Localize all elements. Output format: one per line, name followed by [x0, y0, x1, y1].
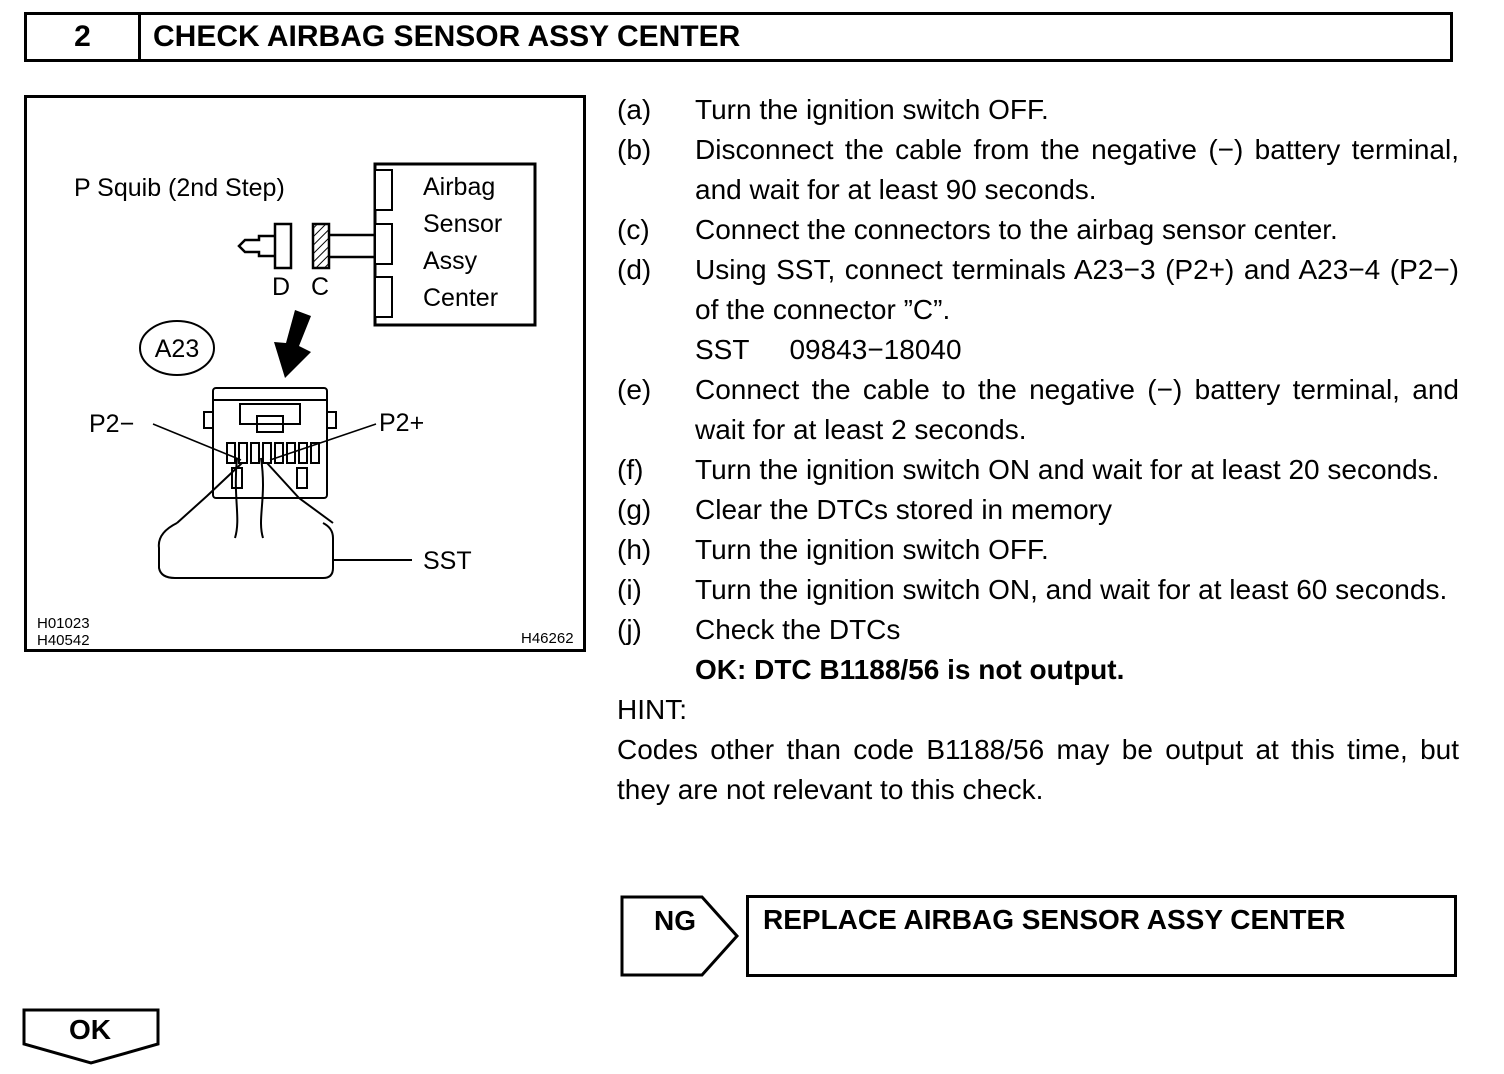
connector-c-shape: [311, 222, 375, 270]
ok-arrow-shape: [22, 1008, 160, 1065]
connector-d-label: D: [272, 273, 290, 301]
sst-tool-shape: [157, 457, 412, 579]
procedure-step: (i) Turn the ignition switch ON, and wai…: [617, 570, 1459, 610]
a23-connector-face: [203, 387, 337, 499]
ng-result-tag: NG: [620, 895, 740, 977]
procedure-step: (b) Disconnect the cable from the negati…: [617, 130, 1459, 210]
module-slot: [374, 276, 393, 318]
ng-arrow-shape: [620, 895, 740, 977]
procedure-step: (e) Connect the cable to the negative (−…: [617, 370, 1459, 450]
step-text: Using SST, connect terminals A23−3 (P2+)…: [695, 254, 1459, 325]
procedure-step: (d) Using SST, connect terminals A23−3 (…: [617, 250, 1459, 330]
connector-c-label: C: [311, 273, 329, 301]
step-label: (i): [617, 574, 642, 605]
p2-plus-leader: [269, 423, 377, 461]
p2-plus-label: P2+: [379, 409, 424, 437]
connector-d-shape: [237, 222, 293, 270]
ng-label: NG: [654, 905, 696, 936]
step-text: Connect the connectors to the airbag sen…: [695, 214, 1338, 245]
procedure-step: (j) Check the DTCs: [617, 610, 1459, 650]
step-text: Turn the ignition switch ON, and wait fo…: [695, 574, 1448, 605]
hint-text: Codes other than code B1188/56 may be ou…: [617, 734, 1459, 805]
module-label-line: Center: [423, 284, 498, 312]
module-label-line: Sensor: [423, 210, 502, 238]
module-label-line: Airbag: [423, 173, 495, 201]
p2-minus-leader: [152, 423, 242, 461]
module-slot: [374, 169, 393, 211]
step-label: (d): [617, 254, 652, 285]
step-text: Turn the ignition switch OFF.: [695, 94, 1049, 125]
step-text: Turn the ignition switch ON and wait for…: [695, 454, 1440, 485]
p2-minus-label: P2−: [89, 410, 134, 438]
procedure-list: (a) Turn the ignition switch OFF. (b) Di…: [617, 90, 1459, 810]
step-text: Clear the DTCs stored in memory: [695, 494, 1113, 525]
sst-label: SST: [423, 547, 472, 575]
step-label: (e): [617, 374, 652, 405]
step-label: (j): [617, 614, 642, 645]
figure-code: H01023: [37, 615, 90, 632]
connector-diagram: P Squib (2nd Step) Airbag Sensor Assy Ce…: [24, 95, 586, 652]
ok-result-tag: OK: [22, 1008, 162, 1066]
step-text: Disconnect the cable from the negative (…: [695, 134, 1459, 205]
procedure-step: (g) Clear the DTCs stored in memory: [617, 490, 1459, 530]
sst-number: 09843−18040: [789, 334, 962, 365]
step-label: (b): [617, 134, 652, 165]
sst-line: SST 09843−18040: [695, 330, 1459, 370]
connector-id-label: A23: [155, 335, 199, 363]
step-text: Check the DTCs: [695, 614, 901, 645]
ok-criteria: OK: DTC B1188/56 is not output.: [695, 654, 1125, 685]
module-slot: [374, 223, 393, 265]
arrow-icon: [274, 310, 311, 378]
hint-title: HINT:: [617, 694, 687, 725]
step-text: Turn the ignition switch OFF.: [695, 534, 1049, 565]
sst-prefix: SST: [695, 334, 750, 365]
step-label: (h): [617, 534, 652, 565]
figure-code: H46262: [521, 630, 574, 647]
step-text: Connect the cable to the negative (−) ba…: [695, 374, 1459, 445]
module-label-line: Assy: [423, 247, 478, 275]
squib-label: P Squib (2nd Step): [74, 174, 285, 202]
diagram-svg: P Squib (2nd Step) Airbag Sensor Assy Ce…: [37, 162, 574, 649]
step-header: 2 CHECK AIRBAG SENSOR ASSY CENTER: [24, 12, 1453, 62]
figure-code: H40542: [37, 632, 90, 649]
ok-label: OK: [69, 1014, 111, 1045]
procedure-step: (f) Turn the ignition switch ON and wait…: [617, 450, 1459, 490]
procedure-step: (c) Connect the connectors to the airbag…: [617, 210, 1459, 250]
connector-id-ellipse: [139, 320, 215, 376]
step-label: (f): [617, 454, 644, 485]
step-title: CHECK AIRBAG SENSOR ASSY CENTER: [153, 20, 741, 53]
ng-action-box: REPLACE AIRBAG SENSOR ASSY CENTER: [746, 895, 1457, 977]
step-number: 2: [27, 15, 141, 59]
procedure-step: (a) Turn the ignition switch OFF.: [617, 90, 1459, 130]
step-label: (g): [617, 494, 652, 525]
step-label: (c): [617, 214, 650, 245]
procedure-step: (h) Turn the ignition switch OFF.: [617, 530, 1459, 570]
step-label: (a): [617, 94, 652, 125]
